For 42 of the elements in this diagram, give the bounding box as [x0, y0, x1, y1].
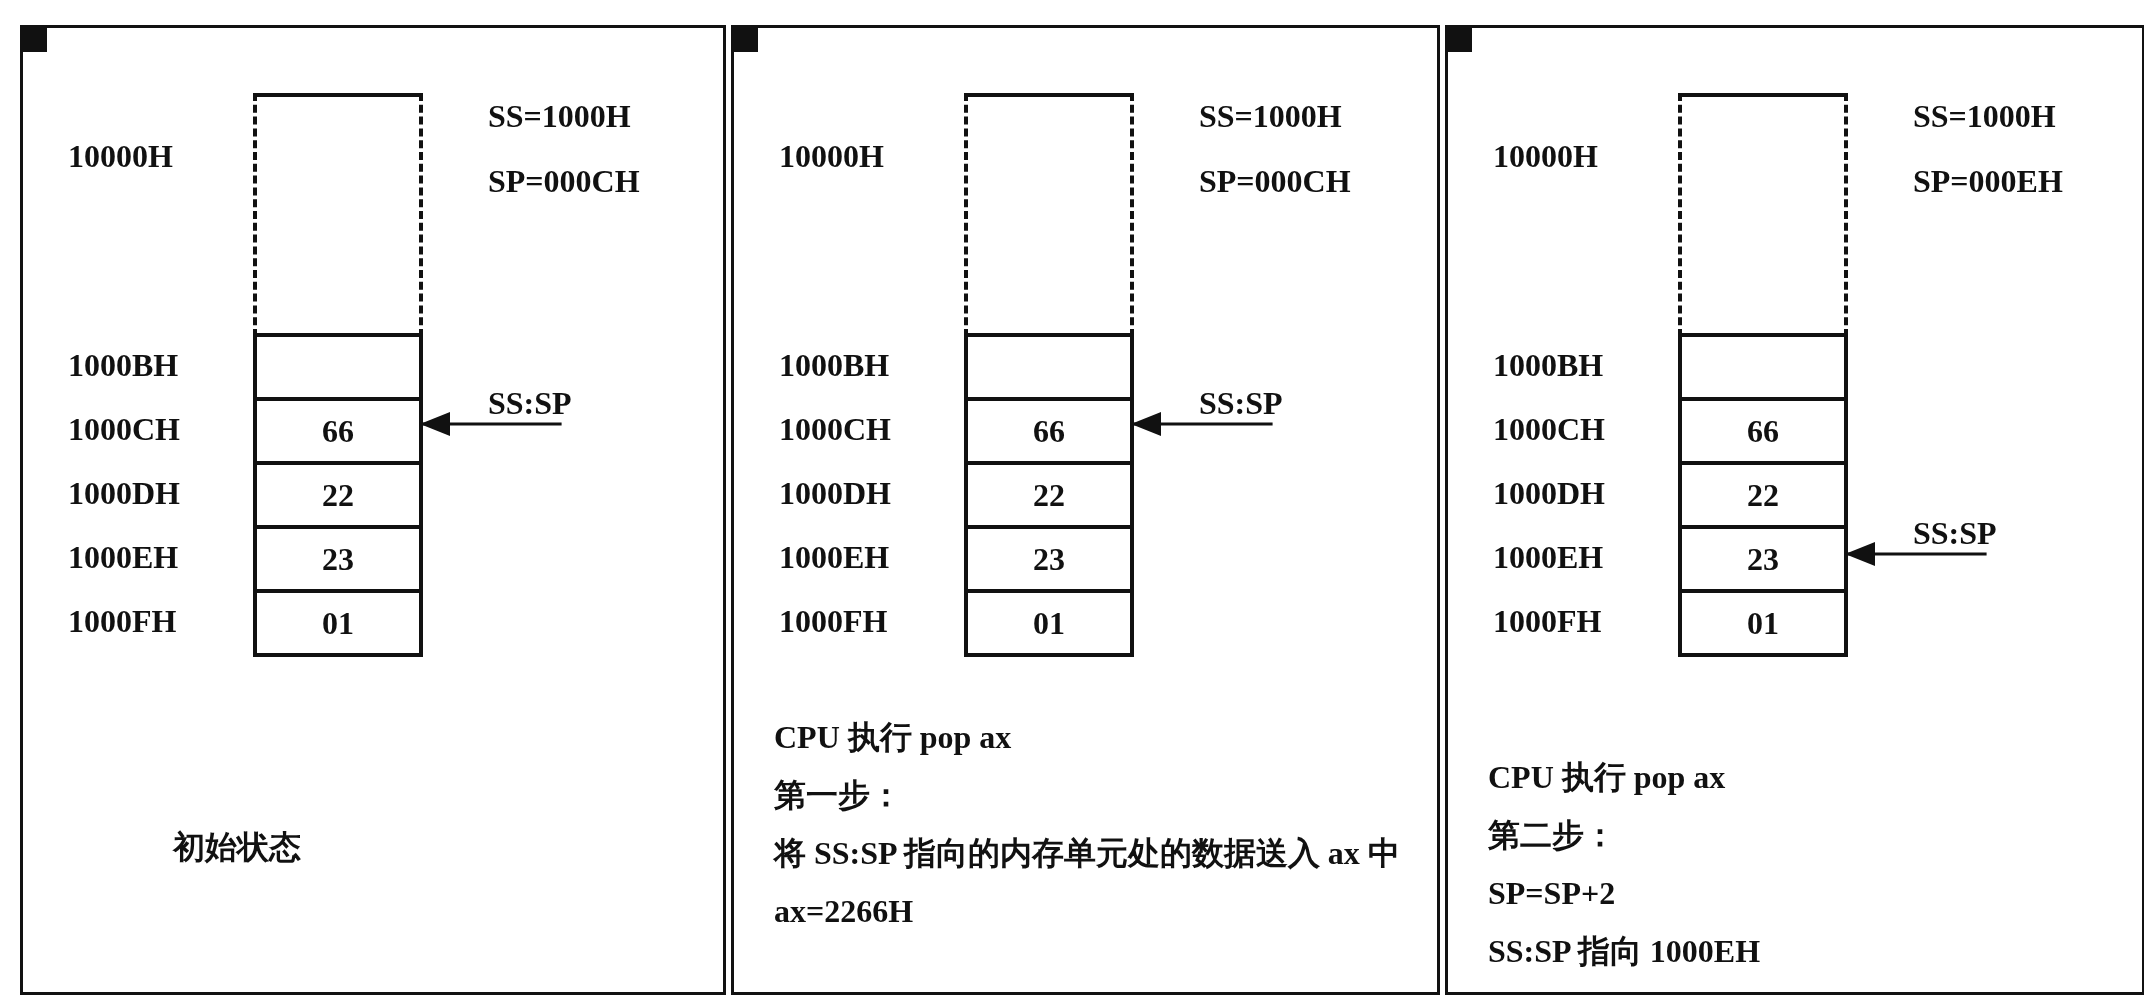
caption-text: 将 SS:SP 指向的内存单元处的数据送入 ax 中	[774, 834, 1401, 873]
address-label: 1000CH	[1493, 411, 1605, 448]
address-label: 1000FH	[68, 603, 177, 640]
register-label: SP=000EH	[1913, 163, 2063, 200]
arrow	[420, 412, 562, 436]
arrow	[1845, 542, 1987, 566]
caption-text: ax=2266H	[774, 892, 915, 931]
panel	[731, 25, 1440, 995]
register-label: SS=1000H	[1913, 98, 2056, 135]
caption-text: CPU 执行 pop ax	[1488, 758, 1727, 797]
address-label: 1000BH	[68, 347, 179, 384]
address-label: 1000DH	[68, 475, 180, 512]
panel	[1445, 25, 2144, 995]
caption-text: 初始状态	[173, 828, 302, 867]
caption-text: SS:SP 指向 1000EH	[1488, 932, 1762, 971]
register-label: SS=1000H	[1199, 98, 1342, 135]
caption-text: 第二步：	[1488, 816, 1617, 855]
address-label: 1000DH	[1493, 475, 1605, 512]
address-label: 1000EH	[68, 539, 179, 576]
address-label: 1000DH	[779, 475, 891, 512]
address-label: 10000H	[1493, 138, 1598, 175]
address-label: 1000CH	[779, 411, 891, 448]
register-label: SP=000CH	[1199, 163, 1351, 200]
address-label: 1000FH	[779, 603, 888, 640]
address-label: 1000FH	[1493, 603, 1602, 640]
address-label: 1000CH	[68, 411, 180, 448]
pointer-label: SS:SP	[488, 383, 572, 423]
address-label: 1000EH	[779, 539, 890, 576]
pointer-label: SS:SP	[1913, 513, 1997, 553]
register-label: SP=000CH	[488, 163, 640, 200]
address-label: 1000EH	[1493, 539, 1604, 576]
caption-text: CPU 执行 pop ax	[774, 718, 1013, 757]
address-label: 10000H	[779, 138, 884, 175]
address-label: 1000BH	[779, 347, 890, 384]
register-label: SS=1000H	[488, 98, 631, 135]
panel	[20, 25, 726, 995]
address-label: 1000BH	[1493, 347, 1604, 384]
caption-text: SP=SP+2	[1488, 874, 1617, 913]
arrow	[1131, 412, 1273, 436]
address-label: 10000H	[68, 138, 173, 175]
caption-text: 第一步：	[774, 776, 903, 815]
pointer-label: SS:SP	[1199, 383, 1283, 423]
